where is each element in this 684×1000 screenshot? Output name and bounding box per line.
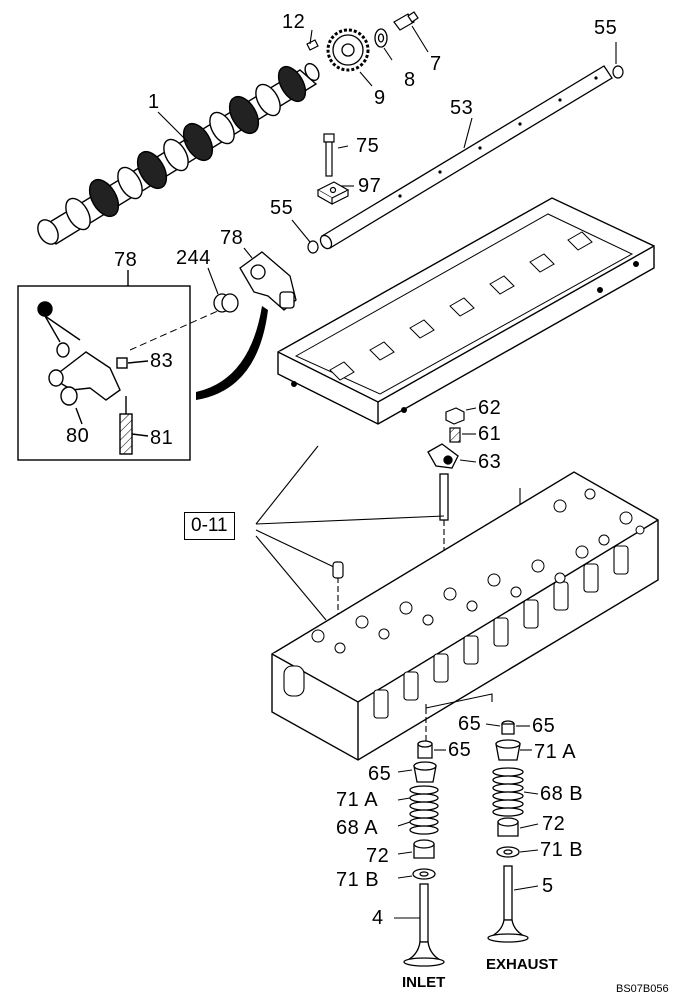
drawing-code: BS07B056 bbox=[616, 983, 669, 995]
detail-arrow bbox=[129, 306, 268, 400]
callout-80: 80 bbox=[66, 425, 90, 447]
leader-lines-top bbox=[157, 25, 617, 295]
callout-8: 8 bbox=[404, 69, 416, 91]
callout-244: 244 bbox=[176, 247, 211, 269]
shaft-bolt bbox=[323, 133, 335, 177]
rocker-arm bbox=[239, 251, 297, 311]
rocker-bush bbox=[213, 293, 239, 313]
exhaust-valve-stack bbox=[487, 720, 529, 943]
callout-83: 83 bbox=[150, 350, 174, 372]
reference-box-0-11[interactable]: 0-11 bbox=[184, 512, 235, 540]
callout-78-detail: 78 bbox=[114, 249, 138, 271]
callout-4: 4 bbox=[372, 907, 384, 929]
callout-71b-exhaust: 71 B bbox=[540, 839, 584, 861]
rocker-shaft bbox=[319, 65, 613, 250]
plug-top bbox=[612, 65, 624, 79]
gear-bolt bbox=[393, 11, 419, 31]
callout-63: 63 bbox=[478, 451, 502, 473]
callout-72-exhaust: 72 bbox=[542, 813, 566, 835]
inlet-valve-stack bbox=[403, 740, 445, 967]
callout-62: 62 bbox=[478, 397, 502, 419]
callout-7: 7 bbox=[430, 53, 442, 75]
callout-75: 75 bbox=[356, 135, 380, 157]
rocker-housing bbox=[277, 197, 655, 425]
callout-71b-inlet: 71 B bbox=[336, 869, 380, 891]
callout-5: 5 bbox=[542, 875, 554, 897]
callout-1: 1 bbox=[148, 91, 160, 113]
dowel-pin bbox=[332, 561, 344, 579]
callout-9: 9 bbox=[374, 87, 386, 109]
camshaft bbox=[37, 62, 320, 245]
leader-lines-clamp bbox=[459, 407, 477, 463]
callout-65-bridge-left: 65 bbox=[458, 713, 482, 735]
gear-washer bbox=[374, 28, 388, 48]
callout-71a-exhaust: 71 A bbox=[534, 741, 577, 763]
callout-78-rocker: 78 bbox=[220, 227, 244, 249]
callout-81: 81 bbox=[150, 427, 174, 449]
clamp-nut bbox=[445, 407, 465, 425]
callout-55-mid: 55 bbox=[270, 197, 294, 219]
callout-55-top: 55 bbox=[594, 17, 618, 39]
callout-61: 61 bbox=[478, 423, 502, 445]
leader-lines-valves bbox=[394, 723, 539, 919]
callout-97: 97 bbox=[358, 175, 382, 197]
rocker-detail-box bbox=[17, 270, 191, 461]
camshaft-key bbox=[306, 39, 319, 51]
exhaust-caption: EXHAUST bbox=[486, 956, 558, 973]
callout-68b: 68 B bbox=[540, 783, 584, 805]
injector-clamp bbox=[427, 443, 459, 521]
callout-65-inlet-right: 65 bbox=[448, 739, 472, 761]
callout-72-inlet: 72 bbox=[366, 845, 390, 867]
camshaft-gear bbox=[326, 28, 370, 72]
shaft-bracket bbox=[316, 181, 350, 206]
valve-bracket-lines bbox=[425, 693, 493, 742]
cylinder-head bbox=[271, 471, 659, 761]
inlet-caption: INLET bbox=[402, 974, 446, 991]
callout-71a-inlet: 71 A bbox=[336, 789, 379, 811]
callout-68a: 68 A bbox=[336, 817, 379, 839]
callout-53: 53 bbox=[450, 97, 474, 119]
callout-12: 12 bbox=[282, 11, 306, 33]
clamp-stud bbox=[449, 427, 461, 443]
plug-mid bbox=[307, 240, 319, 254]
callout-65-bridge-right: 65 bbox=[532, 715, 556, 737]
callout-65-inlet-left: 65 bbox=[368, 763, 392, 785]
